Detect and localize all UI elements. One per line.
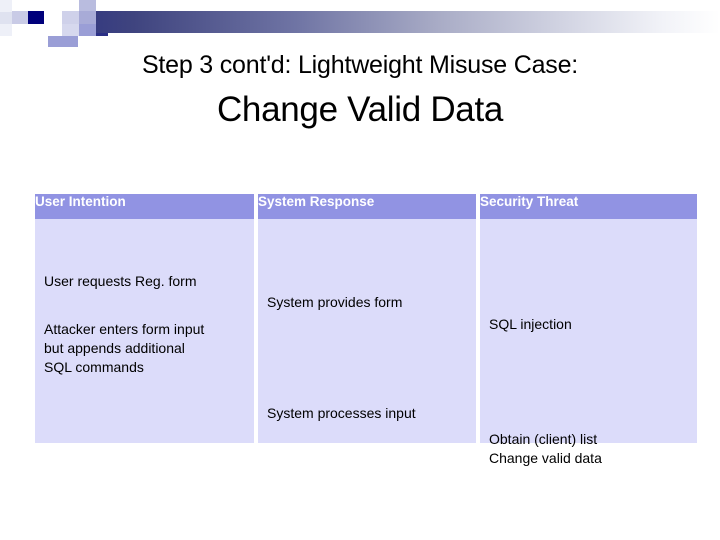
- table-body-row: User requests Reg. form Attacker enters …: [35, 219, 697, 466]
- slide-header-decoration: [0, 0, 720, 47]
- cell-system-response: System provides form System processes in…: [258, 219, 476, 443]
- cell-text-attacker-enters-input: Attacker enters form input but appends a…: [44, 321, 205, 375]
- cell-text-system-processes-input: System processes input: [267, 405, 416, 421]
- misuse-case-table: User Intention System Response Security …: [35, 194, 697, 466]
- deco-square: [48, 0, 62, 11]
- deco-square: [0, 24, 12, 36]
- column-divider: [254, 194, 258, 219]
- deco-square: [62, 0, 79, 11]
- column-divider: [476, 219, 480, 443]
- deco-square: [12, 11, 28, 24]
- cell-user-intention: User requests Reg. form Attacker enters …: [35, 219, 254, 443]
- deco-square: [48, 36, 78, 47]
- cell-security-threat: SQL injection Obtain (client) list Chang…: [480, 219, 697, 466]
- deco-square: [62, 11, 79, 24]
- slide-title: Step 3 cont'd: Lightweight Misuse Case:: [141, 51, 579, 79]
- slide-subtitle: Change Valid Data: [216, 90, 504, 129]
- column-header-system-response: System Response: [258, 194, 476, 219]
- deco-square: [79, 24, 96, 36]
- deco-square: [28, 11, 44, 24]
- deco-square: [79, 11, 96, 24]
- cell-text-obtain-and-change: Obtain (client) list Change valid data: [489, 431, 602, 466]
- column-divider: [476, 194, 480, 219]
- column-divider: [254, 219, 258, 443]
- cell-text-user-requests-form: User requests Reg. form: [44, 273, 197, 289]
- deco-square: [62, 24, 79, 36]
- column-header-user-intention: User Intention: [35, 194, 254, 219]
- deco-square: [0, 12, 12, 24]
- gradient-bar: [96, 11, 720, 33]
- cell-text-sql-injection: SQL injection: [489, 316, 572, 332]
- cell-text-system-provides-form: System provides form: [267, 294, 403, 310]
- column-header-security-threat: Security Threat: [480, 194, 697, 219]
- table-header-row: User Intention System Response Security …: [35, 194, 697, 219]
- deco-square: [0, 0, 12, 12]
- deco-square: [79, 0, 96, 11]
